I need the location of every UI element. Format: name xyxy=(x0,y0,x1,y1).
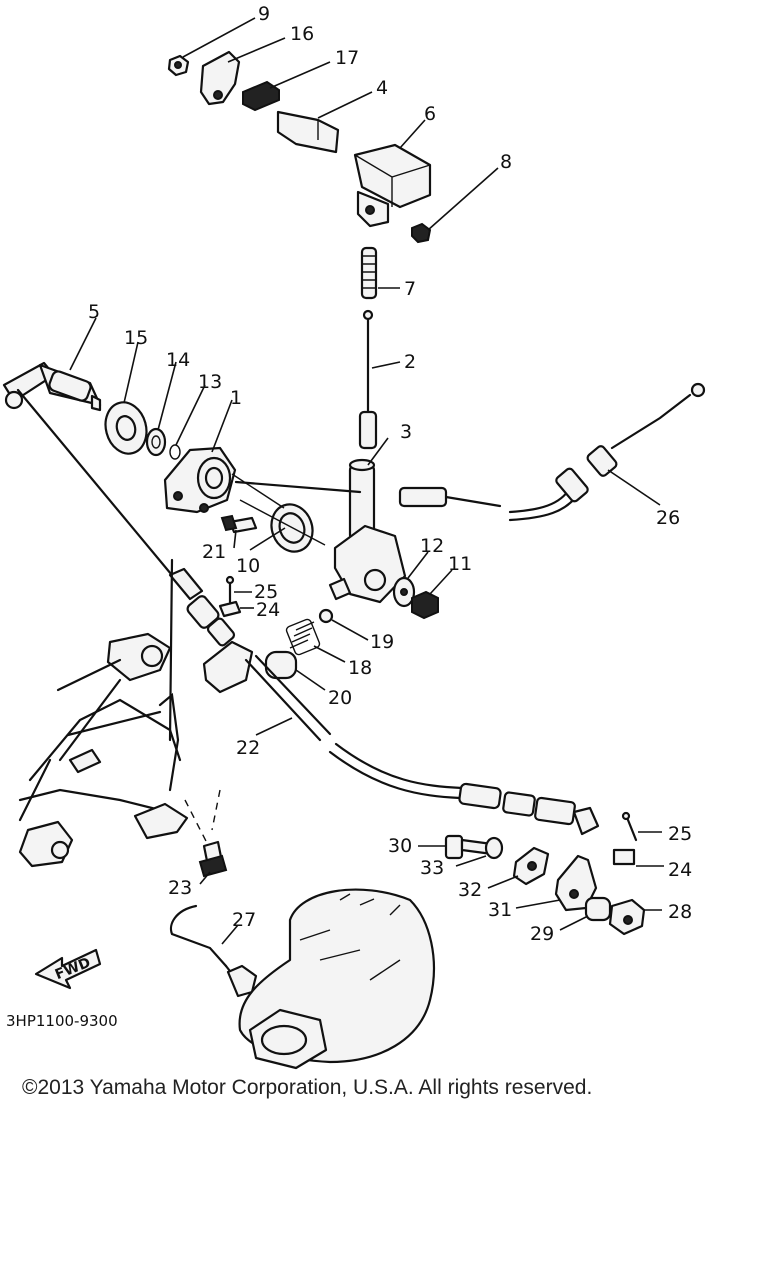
bolt-24-upper[interactable] xyxy=(218,600,242,618)
callout-2[interactable]: 2 xyxy=(404,351,416,373)
callout-18[interactable]: 18 xyxy=(348,657,372,679)
callout-6[interactable]: 6 xyxy=(424,103,436,125)
pin-25-upper[interactable] xyxy=(225,575,235,604)
handle-6[interactable] xyxy=(353,143,432,228)
callout-13[interactable]: 13 xyxy=(198,371,222,393)
callout-26[interactable]: 26 xyxy=(656,507,680,529)
washer-14[interactable] xyxy=(145,427,167,457)
callout-4[interactable]: 4 xyxy=(376,77,388,99)
callout-22[interactable]: 22 xyxy=(236,737,260,759)
pin-25-lower[interactable] xyxy=(621,811,638,842)
callout-24-upper[interactable]: 24 xyxy=(256,599,280,621)
callout-11[interactable]: 11 xyxy=(448,553,472,575)
callout-9[interactable]: 9 xyxy=(258,3,270,25)
fwd-arrow-icon: FWD xyxy=(34,948,102,990)
callout-31[interactable]: 31 xyxy=(488,899,512,921)
parts-diagram: FWD 3HP1100-9300 9 16 17 4 6 8 7 2 3 5 1… xyxy=(2,3,706,1070)
callout-3[interactable]: 3 xyxy=(400,421,412,443)
callouts: 9 16 17 4 6 8 7 2 3 5 15 14 13 1 26 12 1… xyxy=(88,3,692,945)
callout-10[interactable]: 10 xyxy=(236,555,260,577)
callout-14[interactable]: 14 xyxy=(166,349,190,371)
callout-19[interactable]: 19 xyxy=(370,631,394,653)
callout-5[interactable]: 5 xyxy=(88,301,100,323)
callout-1[interactable]: 1 xyxy=(230,387,242,409)
ball-19[interactable] xyxy=(318,608,334,624)
o-ring-13[interactable] xyxy=(169,444,181,460)
cam-32[interactable] xyxy=(512,846,550,886)
cable-22[interactable] xyxy=(16,388,600,836)
clip-28[interactable] xyxy=(608,898,646,936)
callout-27[interactable]: 27 xyxy=(232,909,256,931)
bolt-24-lower[interactable] xyxy=(612,848,636,866)
washer-12[interactable] xyxy=(392,576,416,608)
callout-33[interactable]: 33 xyxy=(420,857,444,879)
callout-7[interactable]: 7 xyxy=(404,278,416,300)
screw-8[interactable] xyxy=(411,222,432,244)
callout-20[interactable]: 20 xyxy=(328,687,352,709)
washer-33[interactable] xyxy=(484,836,504,860)
collar-29[interactable] xyxy=(584,896,612,922)
callout-32[interactable]: 32 xyxy=(458,879,482,901)
spring-18[interactable] xyxy=(285,618,321,656)
callout-16[interactable]: 16 xyxy=(290,23,314,45)
cable-26[interactable] xyxy=(234,382,706,522)
callout-12[interactable]: 12 xyxy=(420,535,444,557)
bolt-9[interactable] xyxy=(167,54,190,77)
rod-2[interactable] xyxy=(358,309,378,450)
callout-21[interactable]: 21 xyxy=(202,541,226,563)
housing-1[interactable] xyxy=(163,446,237,514)
callout-23[interactable]: 23 xyxy=(168,877,192,899)
callout-25-lower[interactable]: 25 xyxy=(668,823,692,845)
callout-8[interactable]: 8 xyxy=(500,151,512,173)
bolt-23[interactable] xyxy=(198,840,228,878)
spring-7[interactable] xyxy=(360,246,378,300)
bushing-20[interactable] xyxy=(264,650,298,680)
callout-15[interactable]: 15 xyxy=(124,327,148,349)
diagram-code: 3HP1100-9300 xyxy=(6,1012,118,1030)
callout-29[interactable]: 29 xyxy=(530,923,554,945)
callout-25-upper[interactable]: 25 xyxy=(254,581,278,603)
copyright-notice: ©2013 Yamaha Motor Corporation, U.S.A. A… xyxy=(22,1076,593,1099)
shift-rod-27[interactable] xyxy=(169,904,258,998)
shift-shaft-3[interactable] xyxy=(328,458,407,604)
lever-shaft-5[interactable] xyxy=(2,361,102,412)
bracket-16[interactable] xyxy=(199,50,241,106)
clip-17[interactable] xyxy=(242,80,280,112)
callout-30[interactable]: 30 xyxy=(388,835,412,857)
bolt-21[interactable] xyxy=(220,514,258,534)
callout-17[interactable]: 17 xyxy=(335,47,359,69)
seal-15[interactable] xyxy=(100,398,152,459)
callout-24-lower[interactable]: 24 xyxy=(668,859,692,881)
shift-bracket[interactable] xyxy=(18,558,221,868)
callout-28[interactable]: 28 xyxy=(668,901,692,923)
lever-4[interactable] xyxy=(276,110,340,154)
nut-11[interactable] xyxy=(411,590,439,620)
lower-unit[interactable] xyxy=(238,888,436,1070)
